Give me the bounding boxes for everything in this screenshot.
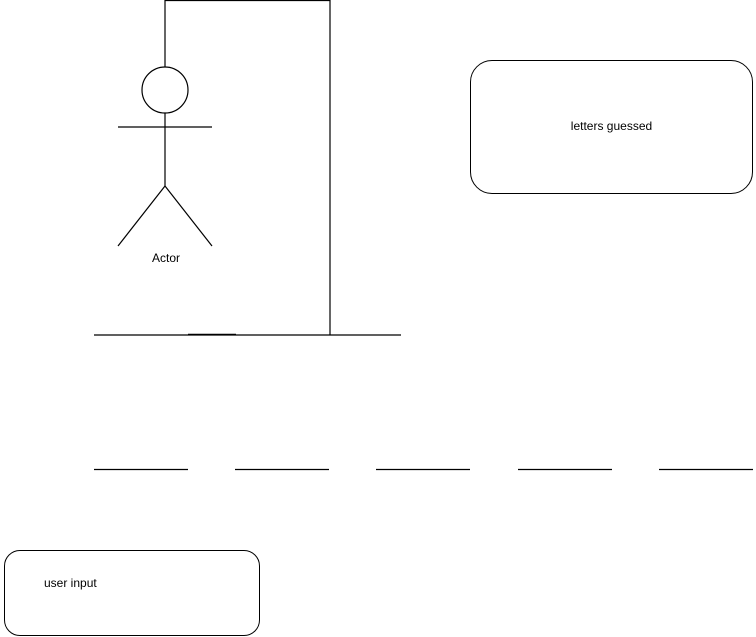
- actor-right-leg: [164, 185, 213, 247]
- stick-figure-actor: [117, 66, 213, 247]
- user-input-label: user input: [44, 576, 97, 590]
- letters-guessed-label: letters guessed: [570, 119, 653, 133]
- user-input-box[interactable]: user input: [4, 550, 260, 636]
- gallows: [94, 0, 401, 336]
- actor-left-leg: [117, 185, 166, 247]
- actor-label: Actor: [151, 251, 180, 265]
- letters-guessed-box: letters guessed: [470, 60, 753, 194]
- actor-head: [141, 66, 189, 114]
